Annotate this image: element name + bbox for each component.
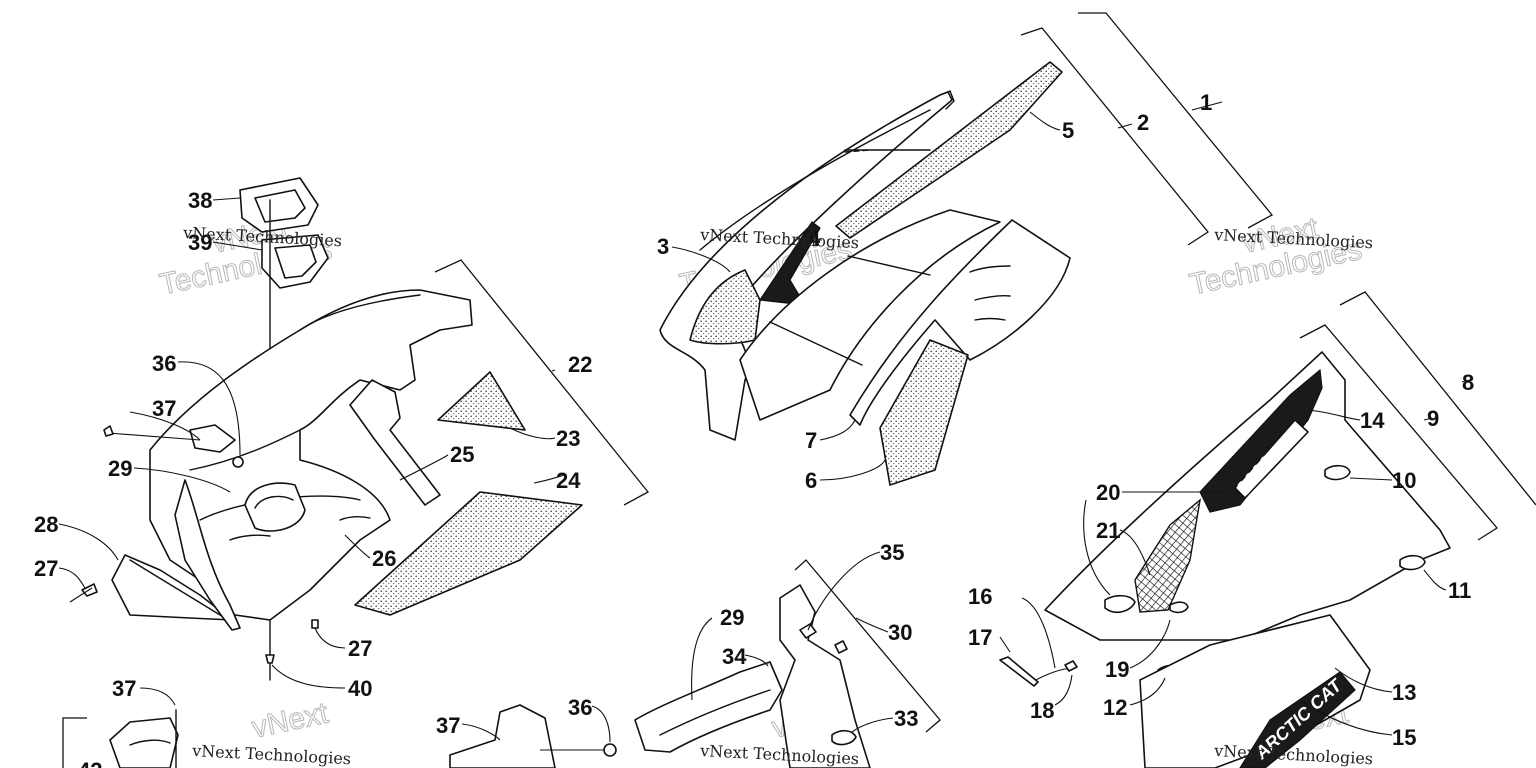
callout-26: 26 (372, 546, 396, 571)
callout-22: 22 (568, 352, 592, 377)
callout-35: 35 (880, 540, 904, 565)
windshield (659, 91, 953, 441)
panel-30 (779, 584, 871, 768)
callout-7: 7 (805, 428, 817, 453)
callout-19: 19 (1105, 657, 1129, 682)
callout-40: 40 (348, 676, 372, 701)
callout-13: 13 (1392, 680, 1416, 705)
callout-25: 25 (450, 442, 474, 467)
callout-39: 39 (188, 230, 212, 255)
callout-3: 3 (657, 234, 669, 259)
callout-38: 38 (188, 188, 212, 213)
callout-37-left: 37 (152, 396, 176, 421)
watermark-text-4: vNext Technologies (191, 741, 352, 768)
bracket-42 (109, 717, 179, 768)
callout-8: 8 (1462, 370, 1474, 395)
callout-1: 1 (1200, 90, 1212, 115)
hood-assembly (659, 61, 1071, 486)
callout-37-bottom: 37 (436, 713, 460, 738)
foam-strip-24 (354, 491, 583, 616)
watermark-text-6: vNext Technologies (1213, 741, 1374, 768)
callout-29-left: 29 (108, 456, 132, 481)
callout-23: 23 (556, 426, 580, 451)
callout-16: 16 (968, 584, 992, 609)
callout-14: 14 (1360, 408, 1385, 433)
callout-17: 17 (968, 625, 992, 650)
callout-42: 42 (78, 758, 102, 768)
bumper-34 (634, 661, 783, 753)
bracket-left-lower (449, 704, 556, 768)
callout-5: 5 (1062, 118, 1074, 143)
callout-labels: 1 2 3 4 5 6 7 8 9 10 11 12 13 14 15 16 1… (34, 90, 1474, 768)
foam-pad-3 (689, 269, 761, 345)
nose-pan (149, 289, 473, 621)
callout-15: 15 (1392, 725, 1416, 750)
callout-33: 33 (894, 706, 918, 731)
callout-4: 4 (808, 226, 821, 251)
stripe-decal (1199, 368, 1323, 513)
callout-34: 34 (722, 644, 747, 669)
foam-block-6 (879, 339, 969, 486)
lower-panel (1139, 614, 1371, 768)
callout-36-bottom: 36 (568, 695, 592, 720)
callout-9: 9 (1427, 406, 1439, 431)
lower-center-assembly (109, 584, 871, 768)
callout-20: 20 (1096, 480, 1120, 505)
callout-27-left: 27 (34, 556, 58, 581)
callout-6: 6 (805, 468, 817, 493)
callout-12: 12 (1103, 695, 1127, 720)
foam-flap-25 (349, 379, 441, 506)
brackets (62, 12, 1536, 768)
callout-18: 18 (1030, 698, 1054, 723)
callout-37-bottom-left: 37 (112, 676, 136, 701)
callout-28: 28 (34, 512, 58, 537)
callout-36-left: 36 (152, 351, 176, 376)
hood-panel-7 (849, 219, 1071, 426)
callout-24: 24 (556, 468, 581, 493)
watermark-outline: vNext (249, 696, 332, 744)
callout-27-bottom: 27 (348, 636, 372, 661)
foam-triangle-23 (437, 371, 526, 431)
callout-21: 21 (1096, 518, 1120, 543)
foam-strip-5 (835, 61, 1063, 239)
callout-11: 11 (1448, 578, 1471, 603)
nose-pan-assembly (69, 177, 583, 681)
leader-lines (58, 101, 1471, 743)
callout-29-center: 29 (720, 605, 744, 630)
callout-30: 30 (888, 620, 912, 645)
callout-10: 10 (1392, 468, 1416, 493)
hood-body (739, 209, 1001, 421)
callout-2: 2 (1137, 110, 1149, 135)
bracket-36 (189, 424, 236, 453)
mesh-grille-21 (1134, 498, 1202, 613)
